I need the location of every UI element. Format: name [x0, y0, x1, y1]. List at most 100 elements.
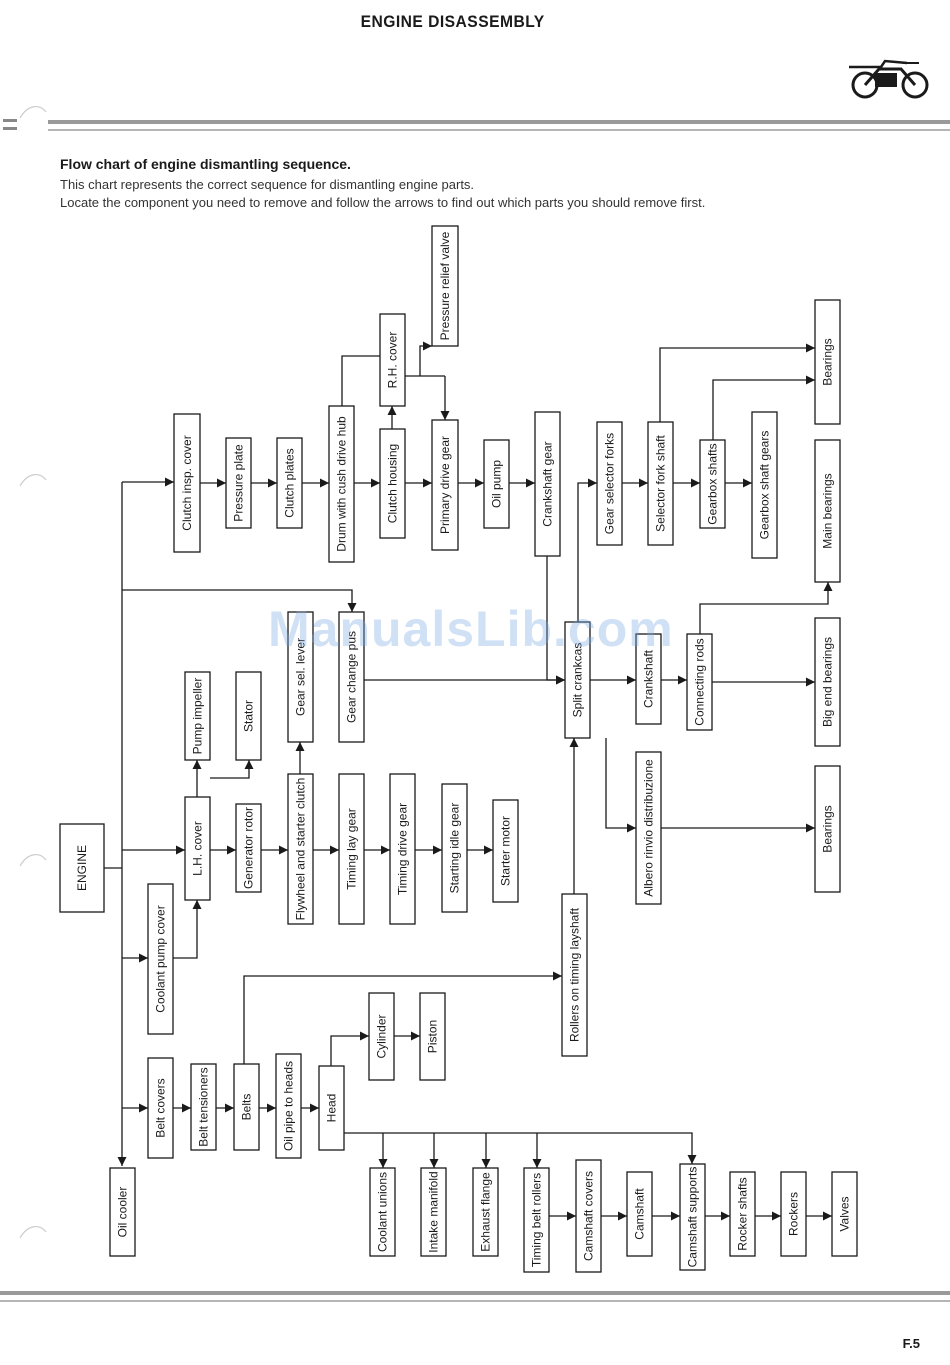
node-label: Belts: [240, 1094, 254, 1121]
node-pump-impeller: Pump impeller: [184, 671, 211, 761]
node-label: Camshaft supports: [686, 1167, 700, 1268]
node-head: Head: [318, 1065, 345, 1151]
node-label: Main bearings: [821, 473, 835, 548]
node-box: [483, 439, 510, 529]
node-belt-covers: Belt covers: [147, 1057, 174, 1159]
node-box: [420, 1167, 447, 1257]
node-label: Camshaft: [633, 1188, 647, 1240]
node-primary-drive-gear: Primary drive gear: [431, 419, 459, 551]
page-title: ENGINE DISASSEMBLY: [360, 12, 545, 31]
node-label: Starter motor: [499, 816, 513, 886]
node-label: Oil pipe to heads: [282, 1061, 296, 1151]
node-main-bearings: Main bearings: [814, 439, 841, 583]
node-label: L.H. cover: [191, 821, 205, 876]
node-box: [431, 225, 459, 347]
node-starter-motor: Starter motor: [492, 799, 519, 903]
node-pressure-relief-valve: Pressure relief valve: [431, 225, 459, 347]
node-stator: Stator: [235, 671, 262, 761]
node-label: Rockers: [787, 1192, 801, 1236]
punch-hole-mark: [19, 1226, 47, 1239]
node-box: [318, 1065, 345, 1151]
header-rule-thin: [48, 129, 950, 131]
node-coolant-unions: Coolant unions: [369, 1167, 396, 1257]
node-label: Head: [325, 1094, 339, 1123]
node-label: Stator: [242, 700, 256, 732]
node-belt-tensioners: Belt tensioners: [190, 1063, 217, 1151]
node-box: [419, 992, 446, 1081]
node-camshaft-supports: Camshaft supports: [679, 1163, 706, 1271]
node-label: Selector fork shaft: [654, 434, 668, 531]
node-box: [368, 992, 395, 1081]
node-box: [814, 439, 841, 583]
node-box: [635, 633, 662, 725]
punch-hole-mark: [19, 854, 47, 867]
chart-heading: Flow chart of engine dismantling sequenc…: [60, 156, 351, 172]
watermark: ManualsLib.com: [268, 601, 674, 657]
node-label: Gear sel. lever: [294, 638, 308, 716]
node-intake-manifold: Intake manifold: [420, 1167, 447, 1257]
node-box: [575, 1159, 602, 1273]
node-box: [173, 413, 201, 553]
node-piston: Piston: [419, 992, 446, 1081]
node-label: Camshaft covers: [582, 1171, 596, 1261]
node-label: Intake manifold: [427, 1171, 441, 1252]
node-gear-sel-lever: Gear sel. lever: [287, 611, 314, 743]
node-box: [147, 1057, 174, 1159]
node-label: Clutch plates: [283, 448, 297, 517]
node-label: Gear selector forks: [603, 433, 617, 534]
node-engine: ENGINE: [59, 823, 105, 913]
node-box: [686, 633, 713, 731]
node-box: [814, 617, 841, 747]
node-label: Coolant unions: [376, 1172, 390, 1252]
node-box: [492, 799, 519, 903]
node-label: Albero rinvio distribuzione: [642, 759, 656, 897]
node-label: Pressure relief valve: [438, 231, 452, 340]
node-crankshaft: Crankshaft: [635, 633, 662, 725]
node-box: [647, 421, 674, 546]
node-box: [275, 1053, 302, 1159]
motorcycle-icon: [849, 59, 929, 99]
node-label: Connecting rods: [693, 638, 707, 725]
node-box: [831, 1171, 858, 1257]
node-box: [379, 313, 406, 407]
node-label: Bearings: [821, 338, 835, 385]
node-lh-cover: L.H. cover: [184, 796, 211, 901]
node-box: [431, 419, 459, 551]
header-mark: [3, 127, 17, 130]
node-oil-cooler: Oil cooler: [109, 1167, 136, 1257]
node-box: [441, 783, 468, 913]
node-crankshaft-gear: Crankshaft gear: [534, 411, 561, 557]
node-box: [699, 439, 726, 529]
node-label: Cylinder: [375, 1014, 389, 1058]
node-timing-lay-gear: Timing lay gear: [338, 773, 365, 925]
node-big-end-bearings: Big end bearings: [814, 617, 841, 747]
node-box: [184, 796, 211, 901]
node-label: Gearbox shafts: [706, 443, 720, 524]
flow-arrow: [419, 341, 432, 376]
node-pressure-plate: Pressure plate: [225, 437, 252, 529]
footer-rule: [0, 1291, 950, 1295]
node-box: [276, 437, 303, 529]
flow-arrow: [659, 343, 815, 422]
node-box: [235, 671, 262, 761]
flow-arrow: [577, 478, 597, 622]
node-rollers-timing-layshaft: Rollers on timing layshaft: [561, 893, 588, 1057]
node-label: Clutch housing: [386, 444, 400, 523]
node-oil-pipe-heads: Oil pipe to heads: [275, 1053, 302, 1159]
node-box: [379, 428, 406, 539]
page-number: F.5: [902, 1336, 920, 1351]
node-box: [564, 621, 591, 739]
flow-arrow: [712, 375, 815, 440]
node-label: Split crankcas: [571, 643, 585, 718]
node-box: [287, 611, 314, 743]
node-label: Coolant pump cover: [154, 905, 168, 1012]
node-box: [635, 751, 662, 905]
node-label: Timing lay gear: [345, 808, 359, 890]
node-box: [184, 671, 211, 761]
flow-arrow: [330, 1031, 369, 1066]
node-box: [814, 765, 841, 893]
node-exhaust-flange: Exhaust flange: [472, 1167, 499, 1257]
node-label: Belt tensioners: [197, 1067, 211, 1146]
